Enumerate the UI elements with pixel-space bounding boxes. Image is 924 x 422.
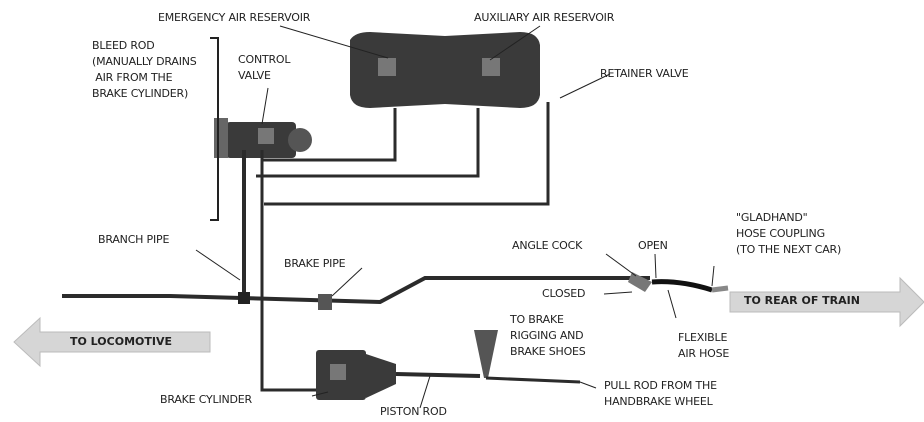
label-brake-pipe: BRAKE PIPE: [284, 257, 346, 270]
label-pull-rod: PULL ROD FROM THE HANDBRAKE WHEEL: [604, 379, 717, 408]
angle-cock: [628, 272, 652, 292]
leader-lines: [195, 25, 715, 409]
label-branch-pipe: BRANCH PIPE: [98, 233, 170, 246]
brake-pipe-line: [62, 276, 650, 305]
label-piston-rod: PISTON ROD: [380, 405, 447, 418]
brake-cylinder-body: [316, 350, 396, 400]
label-to-brake-rigging: TO BRAKE RIGGING AND BRAKE SHOES: [510, 313, 586, 358]
label-brake-cylinder: BRAKE CYLINDER: [160, 393, 252, 406]
to-rear-arrow: [729, 276, 924, 328]
label-auxiliary-air-reservoir: AUXILIARY AIR RESERVOIR: [474, 11, 615, 24]
label-angle-cock: ANGLE COCK: [512, 239, 583, 252]
piston-rod-line: [395, 372, 481, 378]
label-gladhand: "GLADHAND" HOSE COUPLING (TO THE NEXT CA…: [736, 211, 842, 256]
reservoir-tank: [350, 32, 540, 108]
brake-lever: [474, 330, 498, 378]
to-locomotive-arrow: [13, 316, 211, 368]
label-to-locomotive: TO LOCOMOTIVE: [70, 335, 172, 348]
flexible-hose: [651, 279, 713, 293]
label-bleed-rod: BLEED ROD (MANUALLY DRAINS AIR FROM THE …: [92, 39, 197, 100]
pull-rod-line: [485, 376, 581, 384]
label-flexible-air-hose: FLEXIBLE AIR HOSE: [678, 331, 730, 360]
bleed-rod-bracket: [210, 37, 219, 221]
reservoir-pipes: [256, 102, 550, 392]
label-to-rear-of-train: TO REAR OF TRAIN: [744, 294, 860, 307]
label-open: OPEN: [638, 239, 668, 252]
label-control-valve: CONTROL VALVE: [238, 53, 291, 82]
gladhand-coupling: [711, 285, 729, 293]
label-closed: CLOSED: [542, 287, 586, 300]
brake-pipe-fitting: [318, 294, 332, 310]
label-retainer-valve: RETAINER VALVE: [600, 67, 689, 80]
label-emergency-air-reservoir: EMERGENCY AIR RESERVOIR: [158, 11, 311, 24]
branch-tee: [238, 292, 250, 304]
